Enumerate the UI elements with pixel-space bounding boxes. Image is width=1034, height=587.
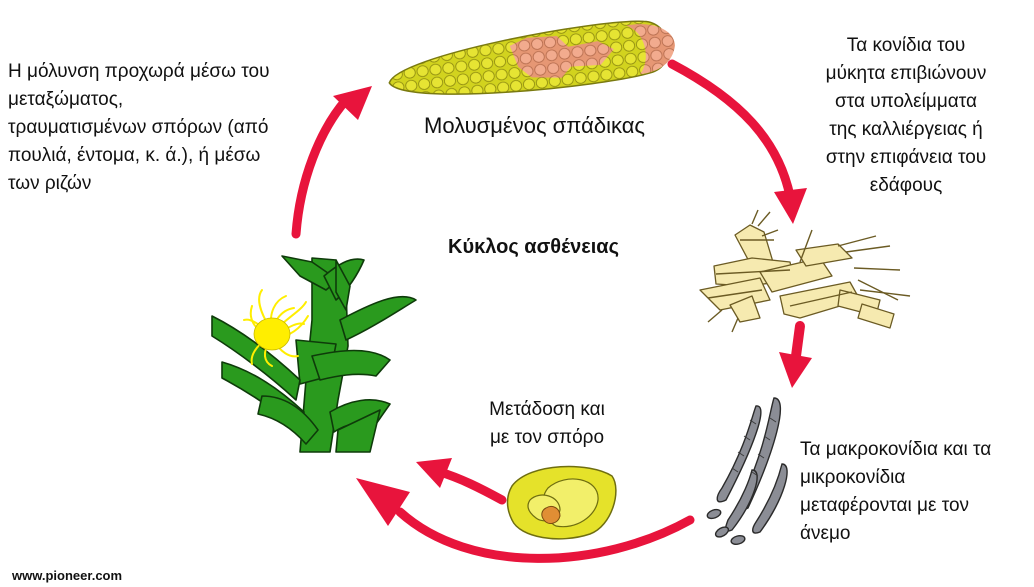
infection-path-line: των ριζών [8, 170, 269, 198]
residue-survival-line: εδάφους [786, 172, 1026, 200]
residue-survival-text: Τα κονίδια του μύκητα επιβιώνουν στα υπο… [786, 32, 1026, 200]
seed-illustration [508, 467, 616, 539]
arrow-residue-to-spores [796, 326, 800, 356]
arrow-ear-to-residue [672, 64, 790, 196]
wind-dispersal-line: μεταφέρονται με τον [800, 492, 991, 520]
wind-dispersal-text: Τα μακροκονίδια και τα μικροκονίδια μετα… [800, 436, 991, 548]
residue-survival-line: στην επιφάνεια του [786, 144, 1026, 172]
infected-ear-label: Μολυσμένος σπάδικας [424, 112, 645, 140]
corn-plant-illustration [212, 256, 416, 452]
crop-residue-illustration [700, 210, 910, 332]
arrow-seed-to-plant [440, 472, 502, 500]
infection-path-text: Η μόλυνση προχωρά μέσω του μεταξώματος, … [8, 58, 269, 198]
infection-path-line: Η μόλυνση προχωρά μέσω του [8, 58, 269, 86]
wind-dispersal-line: μικροκονίδια [800, 464, 991, 492]
wind-dispersal-line: Τα μακροκονίδια και τα [800, 436, 991, 464]
seed-transmission-line: Μετάδοση και [462, 396, 632, 424]
arrow-plant-to-ear [296, 100, 346, 234]
residue-survival-line: της καλλιέργειας ή [786, 116, 1026, 144]
residue-survival-line: μύκητα επιβιώνουν [786, 60, 1026, 88]
silk-core [254, 318, 290, 350]
diagram-title: Κύκλος ασθένειας [448, 233, 619, 261]
conidia-spores-illustration [706, 398, 787, 546]
source-credit: www.pioneer.com [12, 568, 122, 584]
seed-transmission-line: με τον σπόρο [462, 424, 632, 452]
infection-path-line: μεταξώματος, [8, 86, 269, 114]
residue-survival-line: Τα κονίδια του [786, 32, 1026, 60]
infected-corn-ear-illustration [385, 15, 678, 108]
wind-dispersal-line: άνεμο [800, 520, 991, 548]
infection-path-line: τραυματισμένων σπόρων (από [8, 114, 269, 142]
infection-path-line: πουλιά, έντομα, κ. ά.), ή μέσω [8, 142, 269, 170]
residue-survival-line: στα υπολείμματα [786, 88, 1026, 116]
arrow-residue-to-spores-head [779, 352, 812, 388]
seed-transmission-text: Μετάδοση και με τον σπόρο [462, 396, 632, 452]
